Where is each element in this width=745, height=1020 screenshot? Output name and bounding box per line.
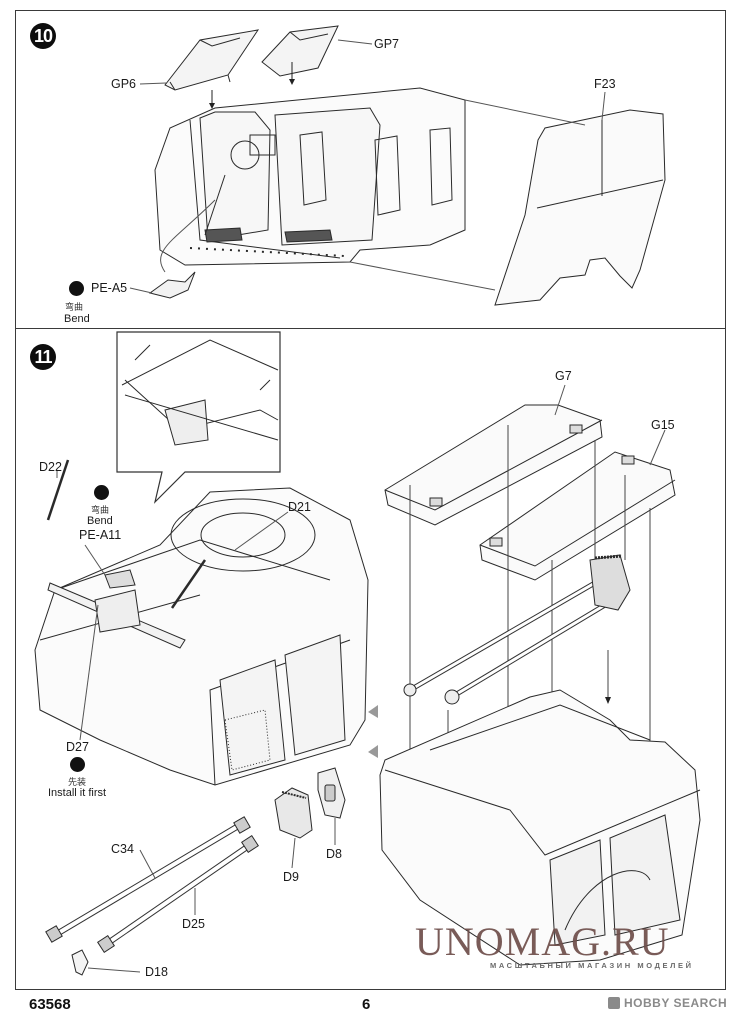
direction-arrow: [368, 705, 378, 718]
part-label-g15: G15: [651, 418, 675, 432]
install-first-icon: [70, 757, 85, 772]
part-label-d21: D21: [288, 500, 311, 514]
part-label-gp6: GP6: [111, 77, 137, 91]
part-gp6-drawing: [164, 29, 260, 91]
part-label-f23: F23: [594, 77, 616, 91]
part-f23-drawing: [494, 109, 666, 306]
watermark-title: UNOMAG.RU: [415, 919, 670, 964]
install-first-note-en: Install it first: [48, 787, 107, 799]
instruction-frame: [15, 10, 726, 990]
kit-number: 63568: [29, 996, 71, 1013]
part-gp7-drawing: [261, 25, 339, 77]
part-label-pe-a11: PE-A11: [79, 528, 122, 542]
rear-hull-drawing: [379, 689, 701, 966]
part-d22-drawing: [46, 459, 70, 521]
part-label-c34: C34: [111, 842, 134, 856]
part-d8-drawing: [317, 767, 346, 819]
bend-note-cn: 弯曲: [91, 506, 110, 516]
driveshaft-assembly-drawing: [403, 554, 631, 705]
part-d9-drawing: [274, 787, 313, 839]
bend-icon: [69, 281, 84, 296]
direction-arrow: [368, 745, 378, 758]
part-label-d8: D8: [326, 847, 342, 861]
step-divider: [15, 328, 726, 329]
part-d21-drawing: [170, 559, 207, 609]
part-pe-a11-drawing: [47, 569, 186, 649]
part-label-d22: D22: [39, 460, 62, 474]
part-label-g7: G7: [555, 369, 572, 383]
publisher-mark: HOBBY SEARCH: [624, 996, 728, 1010]
install-first-note-cn: 先装: [68, 778, 87, 788]
step-number-11: 11: [30, 344, 56, 370]
part-g15-drawing: [479, 451, 676, 581]
part-label-gp7: GP7: [374, 37, 400, 51]
part-g7-drawing: [384, 404, 603, 526]
part-pe-a5-drawing: [148, 271, 196, 299]
windshield-detail-inset: [116, 331, 281, 504]
page-number: 6: [362, 996, 371, 1013]
watermark-subtitle: МАСШТАБНЫЙ МАГАЗИН МОДЕЛЕЙ: [490, 961, 694, 970]
hobby-search-logo-icon: [608, 997, 620, 1009]
part-d18-drawing: [71, 949, 89, 976]
part-label-d9: D9: [283, 870, 299, 884]
part-label-d25: D25: [182, 917, 205, 931]
step-number-10: 10: [30, 23, 56, 49]
cab-interior-drawing: [154, 87, 466, 266]
part-label-pe-a5: PE-A5: [91, 281, 128, 295]
bend-note-en: Bend: [87, 515, 113, 527]
part-label-d27: D27: [66, 740, 89, 754]
part-d25-drawing: [97, 835, 259, 953]
part-label-d18: D18: [145, 965, 168, 979]
part-c34-drawing: [45, 816, 251, 943]
bend-note-en: Bend: [64, 313, 90, 325]
bend-note-cn: 弯曲: [65, 303, 84, 313]
bend-icon: [94, 485, 109, 500]
